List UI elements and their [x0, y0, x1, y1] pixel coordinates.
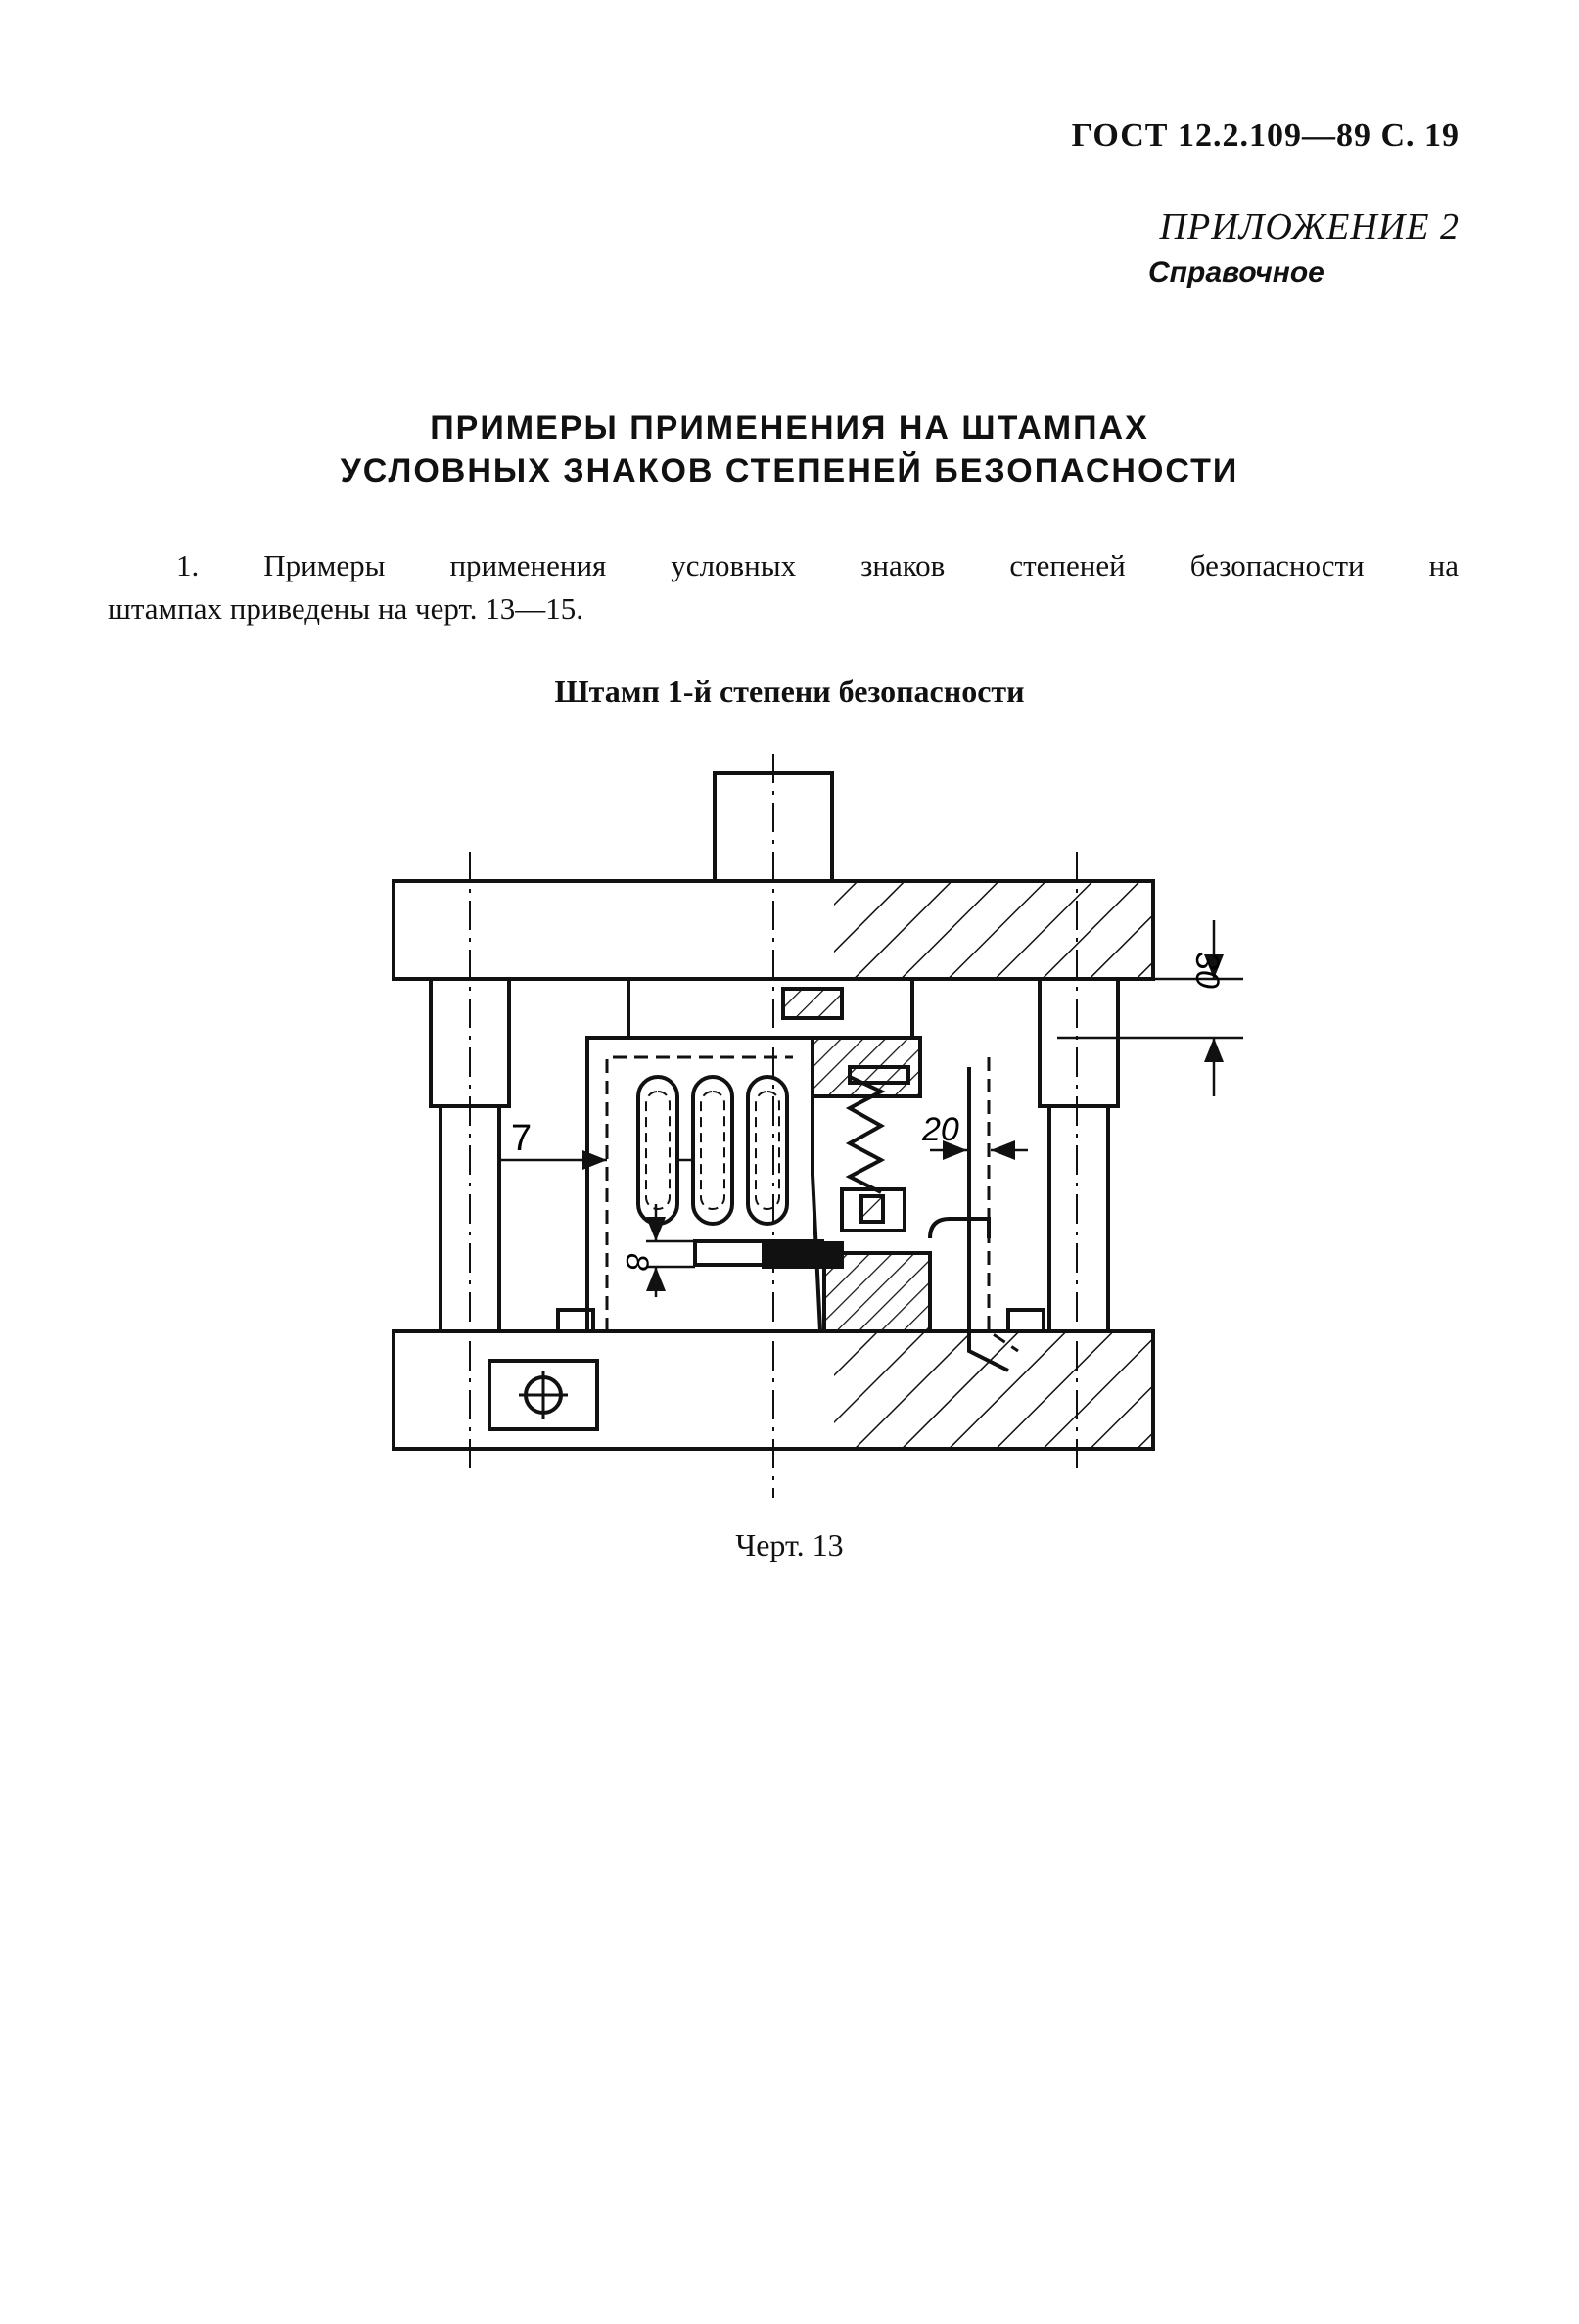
die-drawing: 30 20 7 8: [392, 754, 1243, 1498]
spring: [845, 1075, 886, 1194]
figure-title: Штамп 1-й степени безопасности: [554, 674, 1025, 709]
slot-3: [746, 1075, 789, 1226]
paragraph-line-1: 1. Примеры применения условных знаков ст…: [176, 548, 1459, 582]
dimension-7: 7: [511, 1118, 532, 1159]
safety-symbol-box: [488, 1359, 599, 1431]
punch-holder: [627, 977, 914, 1040]
slot-2: [691, 1075, 734, 1226]
appendix-subtitle: Справочное: [1148, 256, 1324, 289]
main-title-line-2: УСЛОВНЫХ ЗНАКОВ СТЕПЕНЕЙ БЕЗОПАСНОСТИ: [340, 452, 1239, 489]
page-header: ГОСТ 12.2.109—89 С. 19: [1071, 117, 1460, 154]
guide-bushing-right: [1038, 977, 1120, 1108]
appendix-title: ПРИЛОЖЕНИЕ 2: [1159, 207, 1460, 248]
dimension-20: 20: [921, 1111, 959, 1148]
spring-stop: [840, 1187, 906, 1232]
guide-post-right: [1047, 1104, 1110, 1333]
body-paragraph: 1. Примеры применения условных знаков ст…: [108, 544, 1459, 630]
dimension-8: 8: [620, 1253, 655, 1271]
feed-slot: [693, 1239, 824, 1267]
figure-caption: Черт. 13: [735, 1527, 844, 1562]
dimension-30: 30: [1188, 952, 1226, 989]
guard-frame: [585, 1036, 793, 1331]
paragraph-line-2: штампах приведены на черт. 13—15.: [108, 591, 583, 626]
main-title-line-1: ПРИМЕРЫ ПРИМЕНЕНИЯ НА ШТАМПАХ: [430, 409, 1149, 446]
slot-1: [636, 1075, 679, 1226]
